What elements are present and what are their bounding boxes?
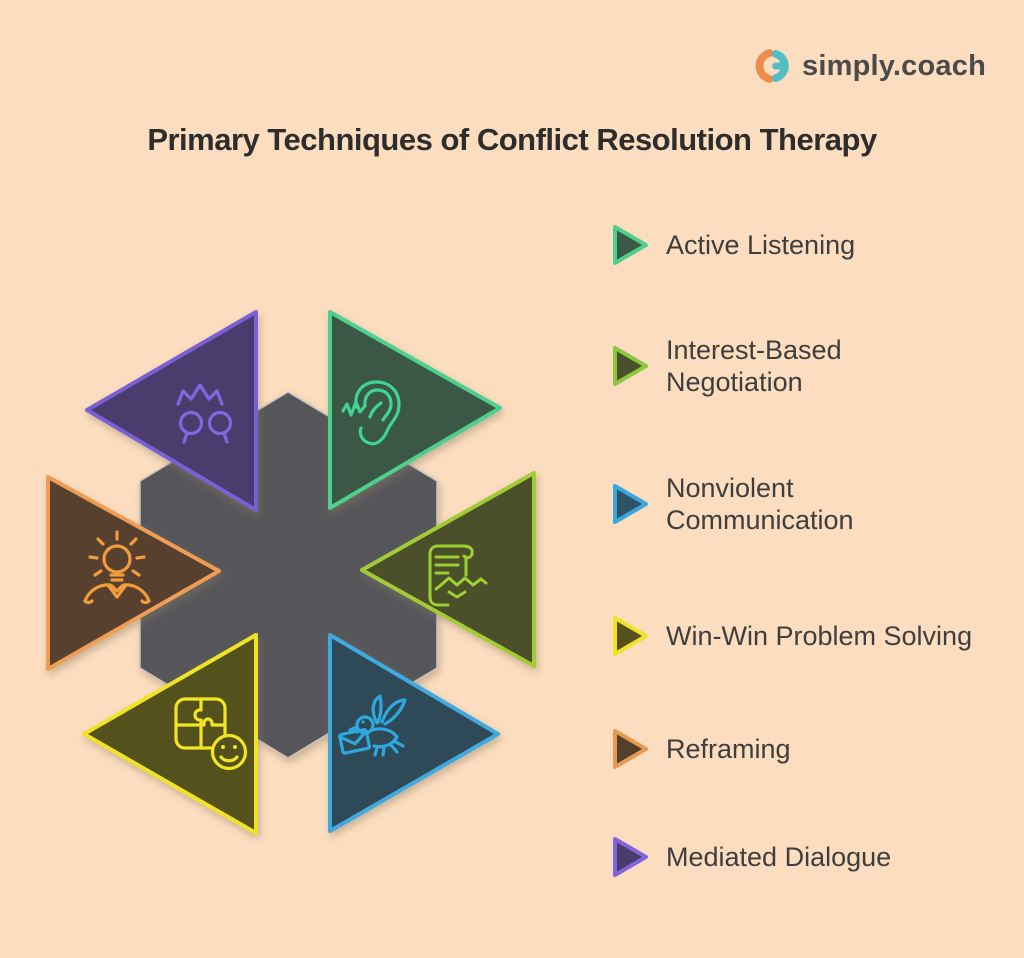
segment-reframing xyxy=(46,475,221,671)
simply-coach-logo-icon xyxy=(755,49,789,83)
legend-label-interest-based-negotiation: Interest-Based Negotiation xyxy=(666,335,842,397)
legend-marker-triangle-icon xyxy=(613,346,648,386)
segment-nonviolent-communication xyxy=(328,633,500,833)
segment-interest-based-negotiation xyxy=(360,471,536,668)
legend-item-interest-based-negotiation: Interest-Based Negotiation xyxy=(612,334,842,398)
segment-win-win-problem-solving xyxy=(82,633,258,835)
legend-label-nonviolent-communication: Nonviolent Communication xyxy=(666,473,854,535)
legend-label-reframing: Reframing xyxy=(666,734,791,764)
segment-active-listening xyxy=(328,310,502,510)
legend-marker-triangle-icon xyxy=(613,837,648,877)
legend-marker-triangle-icon xyxy=(613,616,648,656)
legend-marker-triangle-icon xyxy=(613,225,648,265)
dove-message-icon xyxy=(338,694,407,757)
legend-label-mediated-dialogue: Mediated Dialogue xyxy=(666,842,892,872)
segment-mediated-dialogue xyxy=(85,310,258,512)
triangle-interest-based-negotiation xyxy=(360,471,536,668)
legend-label-active-listening: Active Listening xyxy=(666,230,856,260)
legend-label-win-win-problem-solving: Win-Win Problem Solving xyxy=(666,621,973,651)
legend-marker-triangle-icon xyxy=(613,729,648,769)
legend-item-win-win-problem-solving: Win-Win Problem Solving xyxy=(612,614,972,658)
idea-person-icon xyxy=(83,530,151,605)
puzzle-smiley-icon xyxy=(174,697,248,771)
people-conflict-icon xyxy=(176,383,233,444)
page-title: Primary Techniques of Conflict Resolutio… xyxy=(147,122,877,157)
conflict-techniques-diagram xyxy=(46,310,536,835)
contract-handshake-icon xyxy=(428,544,488,607)
brand-logo: simply.coach xyxy=(754,46,986,86)
listening-ear-icon xyxy=(341,380,401,446)
legend-item-active-listening: Active Listening xyxy=(612,223,855,267)
triangle-nonviolent-communication xyxy=(328,633,500,833)
logo-orange-arc xyxy=(755,49,774,83)
brand-logo-text: simply.coach xyxy=(802,49,986,82)
legend-item-mediated-dialogue: Mediated Dialogue xyxy=(612,835,891,879)
legend-marker-triangle-icon xyxy=(613,484,648,524)
legend-item-nonviolent-communication: Nonviolent Communication xyxy=(612,472,854,536)
triangle-win-win-problem-solving xyxy=(82,633,258,835)
triangle-active-listening xyxy=(328,310,502,510)
triangle-mediated-dialogue xyxy=(85,310,258,512)
legend-item-reframing: Reframing xyxy=(612,727,791,771)
